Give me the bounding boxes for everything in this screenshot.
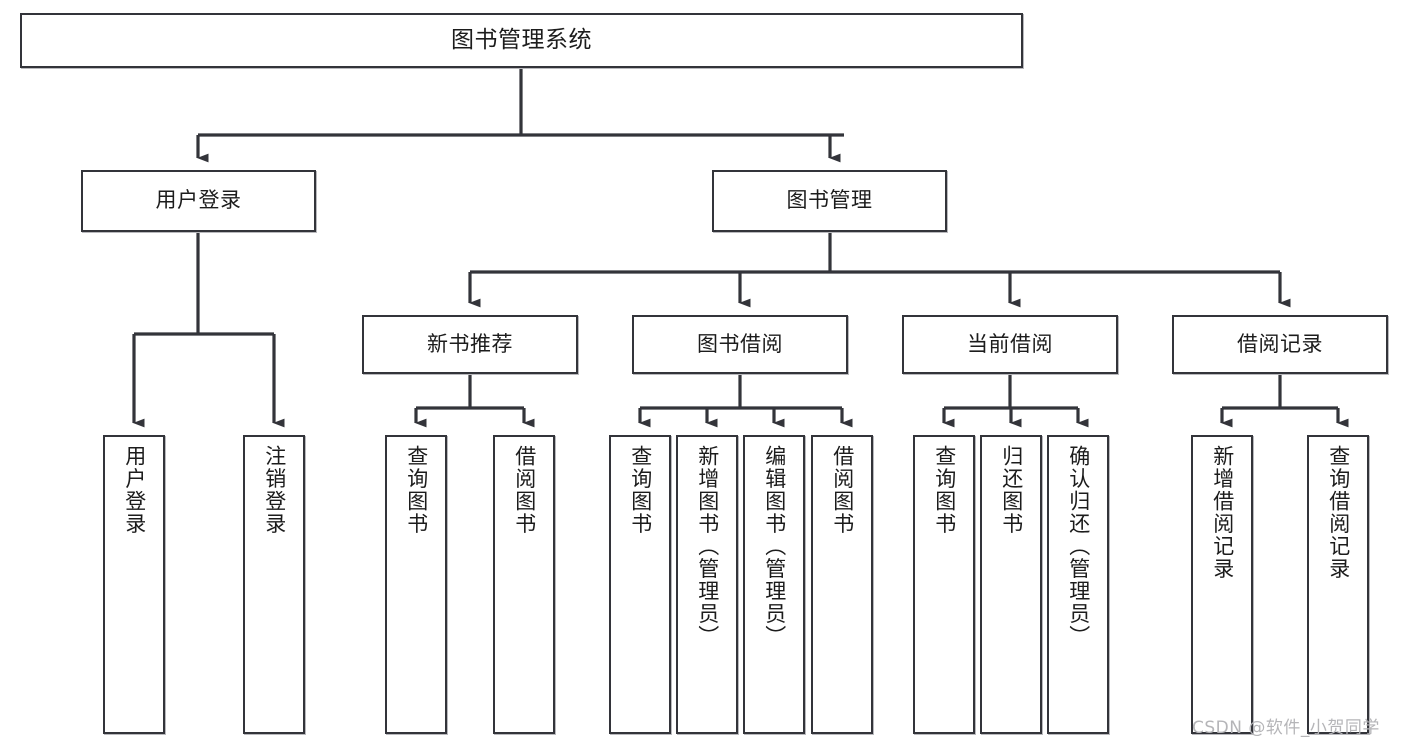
leaf-current-borrow-return-book[interactable]: 归还图书 [980, 435, 1042, 734]
leaf-new-book-borrow-book[interactable]: 借阅图书 [493, 435, 555, 734]
leaf-new-book-query-book[interactable]: 查询图书 [385, 435, 447, 734]
node-label: 用户登录 [122, 445, 147, 535]
node-label: 用户登录 [155, 188, 242, 213]
leaf-current-borrow-query-book[interactable]: 查询图书 [913, 435, 975, 734]
leaf-logout[interactable]: 注销登录 [243, 435, 305, 734]
node-new-book-recommend[interactable]: 新书推荐 [362, 315, 578, 374]
node-label: 图书管理 [786, 188, 873, 213]
node-label: 新增图书（管理员） [695, 445, 720, 648]
node-label: 查询图书 [628, 445, 653, 535]
node-user-login[interactable]: 用户登录 [81, 170, 316, 232]
node-label: 查询图书 [932, 445, 957, 535]
leaf-user-login[interactable]: 用户登录 [103, 435, 165, 734]
node-label: 当前借阅 [967, 331, 1053, 356]
node-label: 确认归还（管理员） [1066, 445, 1091, 648]
node-label: 查询图书 [404, 445, 429, 535]
node-current-borrow[interactable]: 当前借阅 [902, 315, 1118, 374]
node-label: 借阅图书 [830, 445, 855, 535]
node-label: 编辑图书（管理员） [762, 445, 787, 648]
node-label: 注销登录 [262, 445, 287, 535]
node-label: 新增借阅记录 [1210, 445, 1235, 580]
leaf-book-borrow-borrow-book[interactable]: 借阅图书 [811, 435, 873, 734]
leaf-current-borrow-confirm-return-admin[interactable]: 确认归还（管理员） [1047, 435, 1109, 734]
leaf-book-borrow-edit-book-admin[interactable]: 编辑图书（管理员） [743, 435, 805, 734]
node-label: 借阅记录 [1237, 331, 1323, 356]
node-book-borrow[interactable]: 图书借阅 [632, 315, 848, 374]
leaf-borrow-record-add-record[interactable]: 新增借阅记录 [1191, 435, 1253, 734]
node-label: 图书借阅 [697, 331, 783, 356]
node-book-management[interactable]: 图书管理 [712, 170, 947, 232]
leaf-book-borrow-query-book[interactable]: 查询图书 [609, 435, 671, 734]
leaf-borrow-record-query-record[interactable]: 查询借阅记录 [1307, 435, 1369, 734]
node-label: 图书管理系统 [451, 26, 592, 53]
node-root-book-management-system[interactable]: 图书管理系统 [20, 13, 1023, 68]
csdn-watermark: CSDN @软件_小贺同学 [1192, 718, 1380, 738]
node-borrow-record[interactable]: 借阅记录 [1172, 315, 1388, 374]
node-label: 新书推荐 [427, 331, 513, 356]
leaf-book-borrow-add-book-admin[interactable]: 新增图书（管理员） [676, 435, 738, 734]
node-label: 归还图书 [999, 445, 1024, 535]
node-label: 借阅图书 [512, 445, 537, 535]
node-label: 查询借阅记录 [1326, 445, 1351, 580]
